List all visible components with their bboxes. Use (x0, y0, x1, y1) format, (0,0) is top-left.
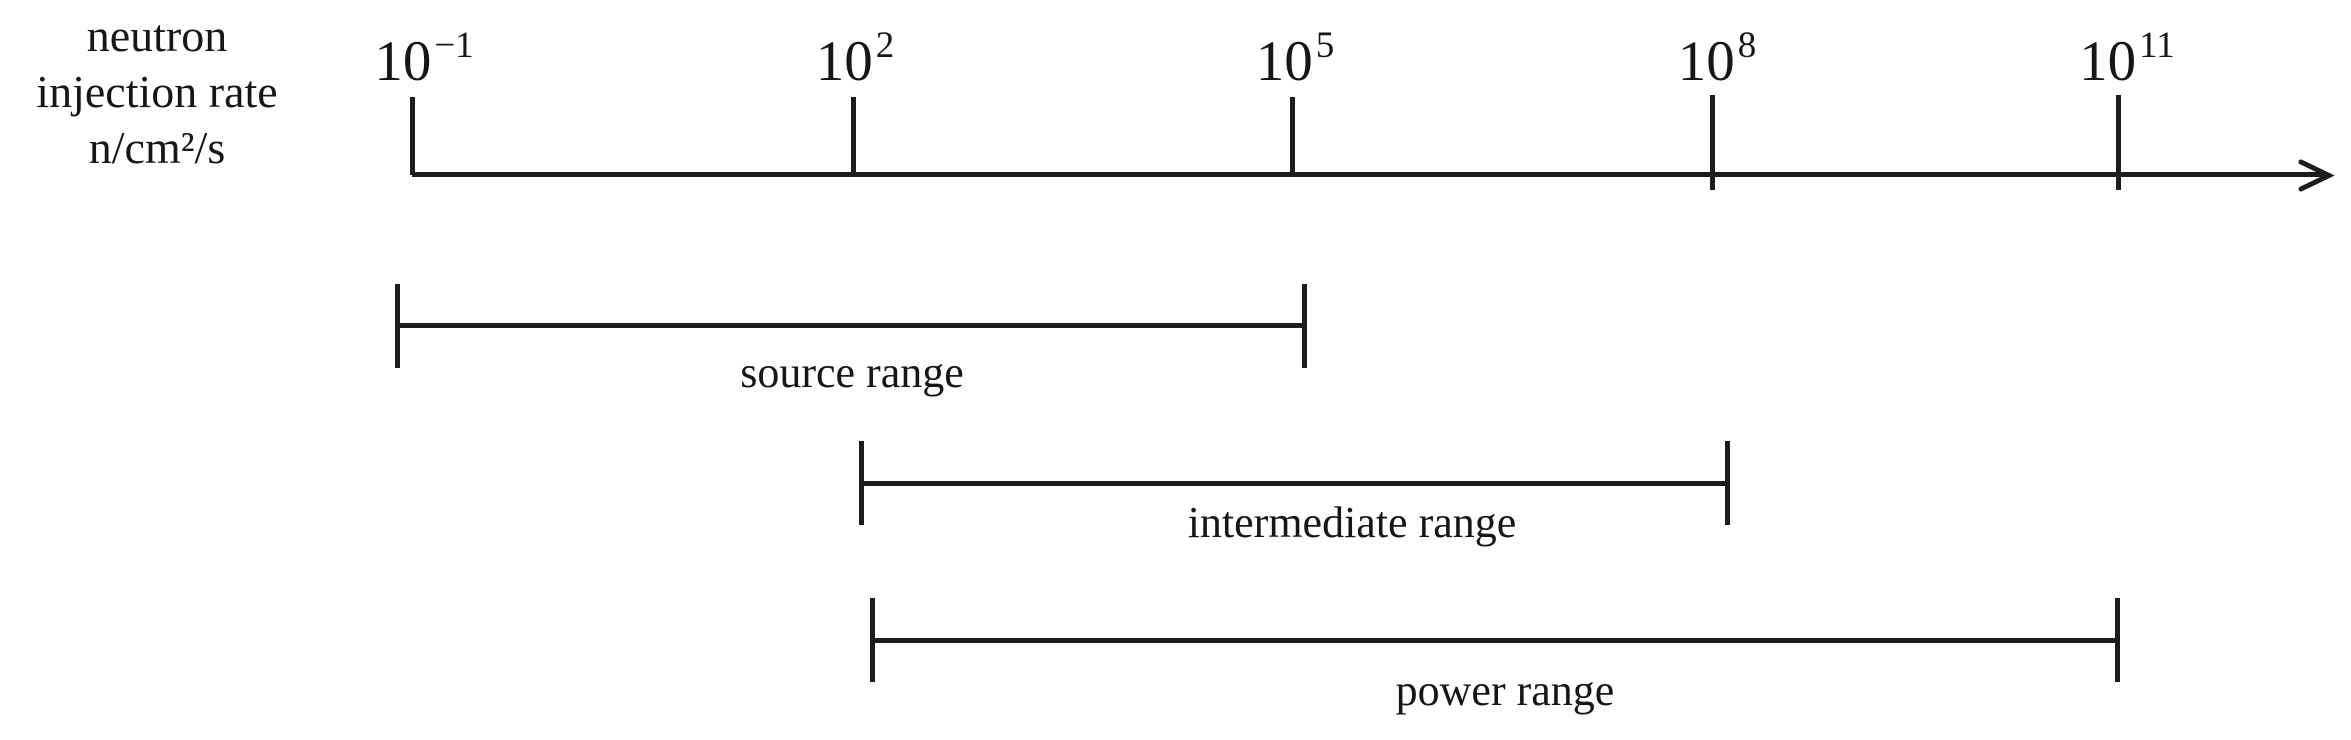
source-range-line (397, 323, 1304, 328)
tick-exponent: 5 (1315, 25, 1335, 66)
tick-exponent: −1 (434, 25, 474, 66)
tick-mark-1e-1 (410, 97, 415, 175)
axis-title: neutron injection rate n/cm²/s (2, 8, 312, 176)
power-range-left-cap (870, 598, 875, 682)
intermediate-range-left-cap (859, 441, 864, 525)
tick-exponent: 8 (1737, 25, 1757, 66)
power-range-line (872, 638, 2117, 643)
tick-mark-1e11 (2116, 95, 2121, 190)
tick-label-1e11: 1011 (2017, 25, 2237, 101)
tick-label-1e-1: 10−1 (314, 25, 534, 101)
tick-base: 10 (815, 30, 873, 93)
tick-base: 10 (1677, 30, 1735, 93)
tick-base: 10 (374, 30, 432, 93)
tick-mark-1e5 (1290, 97, 1295, 175)
tick-mark-1e2 (851, 97, 856, 175)
axis-title-line-1: neutron (86, 10, 228, 61)
axis-line (412, 172, 2326, 177)
source-range-label: source range (740, 348, 964, 397)
axis-arrowhead-icon (2298, 159, 2335, 192)
power-range-right-cap (2115, 598, 2120, 682)
tick-label-1e8: 108 (1607, 25, 1827, 101)
axis-title-line-2: injection rate (36, 66, 278, 117)
tick-label-1e5: 105 (1185, 25, 1405, 101)
tick-mark-1e8 (1710, 95, 1715, 190)
tick-label-1e2: 102 (745, 25, 965, 101)
intermediate-range-line (861, 481, 1727, 486)
source-range-right-cap (1302, 284, 1307, 368)
intermediate-range-label: intermediate range (1187, 498, 1517, 547)
source-range-left-cap (395, 284, 400, 368)
tick-base: 10 (1255, 30, 1313, 93)
axis-title-line-3: n/cm²/s (88, 122, 226, 173)
tick-base: 10 (2079, 30, 2137, 93)
tick-exponent: 11 (2139, 25, 2175, 66)
intermediate-range-right-cap (1725, 441, 1730, 525)
power-range-label: power range (1395, 666, 1615, 715)
tick-exponent: 2 (875, 25, 895, 66)
